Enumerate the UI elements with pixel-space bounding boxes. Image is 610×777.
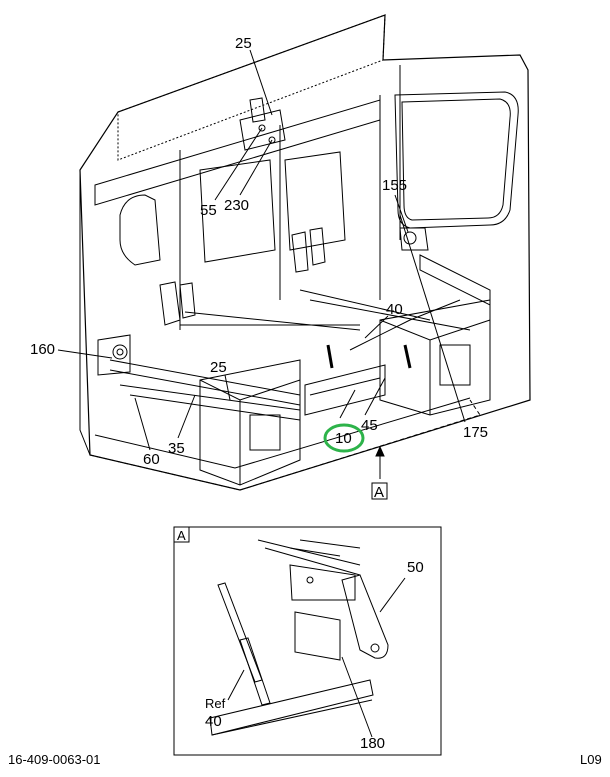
sheet-code: L09 bbox=[580, 752, 602, 767]
rail-160 bbox=[109, 359, 301, 396]
leader-55 bbox=[214, 127, 263, 201]
detail-arm-50 bbox=[341, 574, 389, 659]
detail-bracket bbox=[289, 564, 356, 601]
callout-55: 55 bbox=[200, 202, 217, 219]
drawing-number: 16-409-0063-01 bbox=[8, 752, 101, 767]
seat-belt-upper-left bbox=[159, 281, 181, 326]
window-right bbox=[394, 91, 519, 229]
leader-10 bbox=[339, 389, 356, 419]
callout-60: 60 bbox=[143, 451, 160, 468]
callout-35: 35 bbox=[168, 440, 185, 457]
detail-frame bbox=[173, 526, 442, 756]
leader-160 bbox=[57, 349, 113, 359]
hardware-155 bbox=[399, 227, 429, 251]
callout-175: 175 bbox=[463, 424, 488, 441]
wall-left-edge bbox=[79, 170, 91, 456]
panel-cutout-2 bbox=[199, 159, 276, 263]
highlight-ring bbox=[323, 423, 365, 453]
callout-160: 160 bbox=[30, 341, 55, 358]
leader-155 bbox=[394, 194, 409, 233]
leader-25-mid bbox=[224, 374, 231, 401]
view-arrow-head bbox=[375, 445, 385, 457]
detail-callout-50: 50 bbox=[407, 559, 424, 576]
leader-230 bbox=[239, 139, 273, 196]
leader-175 bbox=[399, 214, 466, 423]
detail-a bbox=[173, 526, 442, 756]
leader-25-top bbox=[249, 49, 273, 116]
leader-35 bbox=[177, 394, 196, 439]
detail-callout-180: 180 bbox=[360, 735, 385, 752]
strut-lever bbox=[326, 344, 334, 369]
detail-box-180 bbox=[294, 611, 341, 661]
callout-25-mid: 25 bbox=[210, 359, 227, 376]
leader-60 bbox=[134, 397, 151, 451]
window-right-inner bbox=[401, 98, 511, 221]
detail-label: A bbox=[177, 528, 186, 543]
leader-40 bbox=[364, 315, 389, 339]
leader-45 bbox=[364, 377, 386, 416]
cab-back-wall bbox=[79, 14, 531, 491]
callout-25-top: 25 bbox=[235, 35, 252, 52]
callout-10: 10 bbox=[335, 430, 352, 447]
hinge-bracket-230 bbox=[239, 109, 286, 151]
detail-ref-label: Ref bbox=[205, 696, 226, 711]
floor-platform bbox=[89, 399, 481, 491]
callout-230: 230 bbox=[224, 197, 249, 214]
callout-45: 45 bbox=[361, 417, 378, 434]
detail-callout-40: 40 bbox=[205, 713, 222, 730]
detail-strut bbox=[217, 582, 263, 683]
panel-cutout-1 bbox=[119, 194, 161, 266]
view-marker-box bbox=[371, 482, 388, 500]
callout-40: 40 bbox=[386, 301, 403, 318]
bracket-160 bbox=[97, 334, 131, 376]
roof-panel bbox=[117, 14, 386, 161]
detail-label-box bbox=[173, 526, 190, 543]
callout-155: 155 bbox=[382, 177, 407, 194]
left-riser-box bbox=[199, 359, 301, 486]
panel-cutout-3 bbox=[284, 151, 346, 251]
view-marker-label: A bbox=[374, 484, 384, 501]
lower-box-10 bbox=[304, 364, 386, 416]
